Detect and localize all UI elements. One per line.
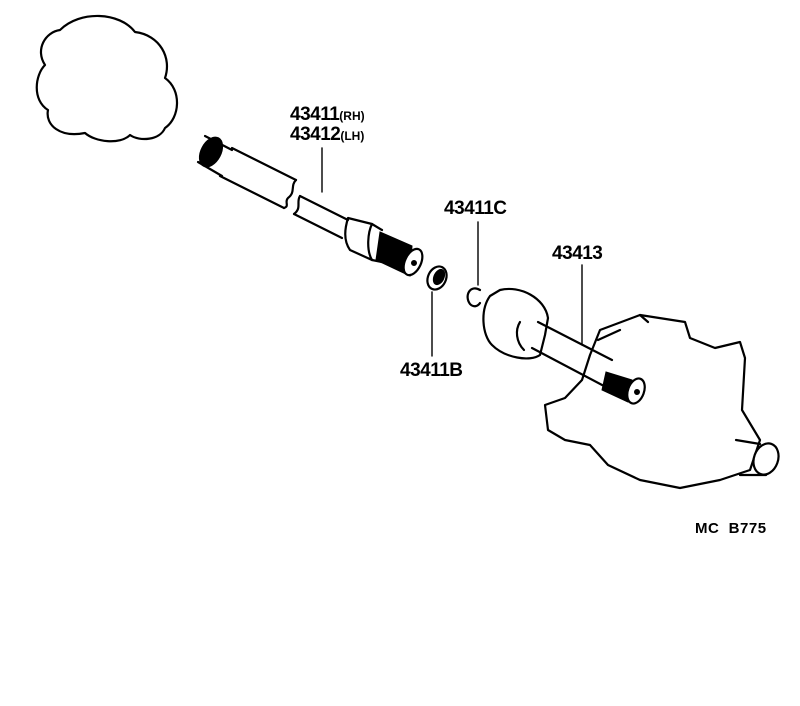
- retaining-ring-43411b: [426, 265, 448, 291]
- part-label-43411b: 43411B: [400, 360, 463, 381]
- snap-ring-43411c: [466, 287, 482, 308]
- figure-code-id: B775: [728, 520, 767, 537]
- figure-code: MC B775: [695, 520, 767, 537]
- part-label-43411: 43411(RH): [290, 104, 365, 126]
- side-note: (LH): [340, 129, 365, 143]
- part-label-43412: 43412(LH): [290, 124, 364, 146]
- part-label-43413: 43413: [552, 243, 603, 264]
- part-number: 43411: [290, 104, 340, 125]
- leader-lines: [321, 147, 583, 357]
- assembly-break-cloud: [35, 14, 179, 143]
- part-label-43411c: 43411C: [444, 198, 507, 219]
- part-number: 43412: [290, 124, 341, 145]
- outboard-joint-housing: [482, 287, 780, 490]
- figure-code-prefix: MC: [695, 520, 720, 537]
- side-note: (RH): [339, 109, 365, 123]
- inboard-drive-shaft: [196, 134, 424, 277]
